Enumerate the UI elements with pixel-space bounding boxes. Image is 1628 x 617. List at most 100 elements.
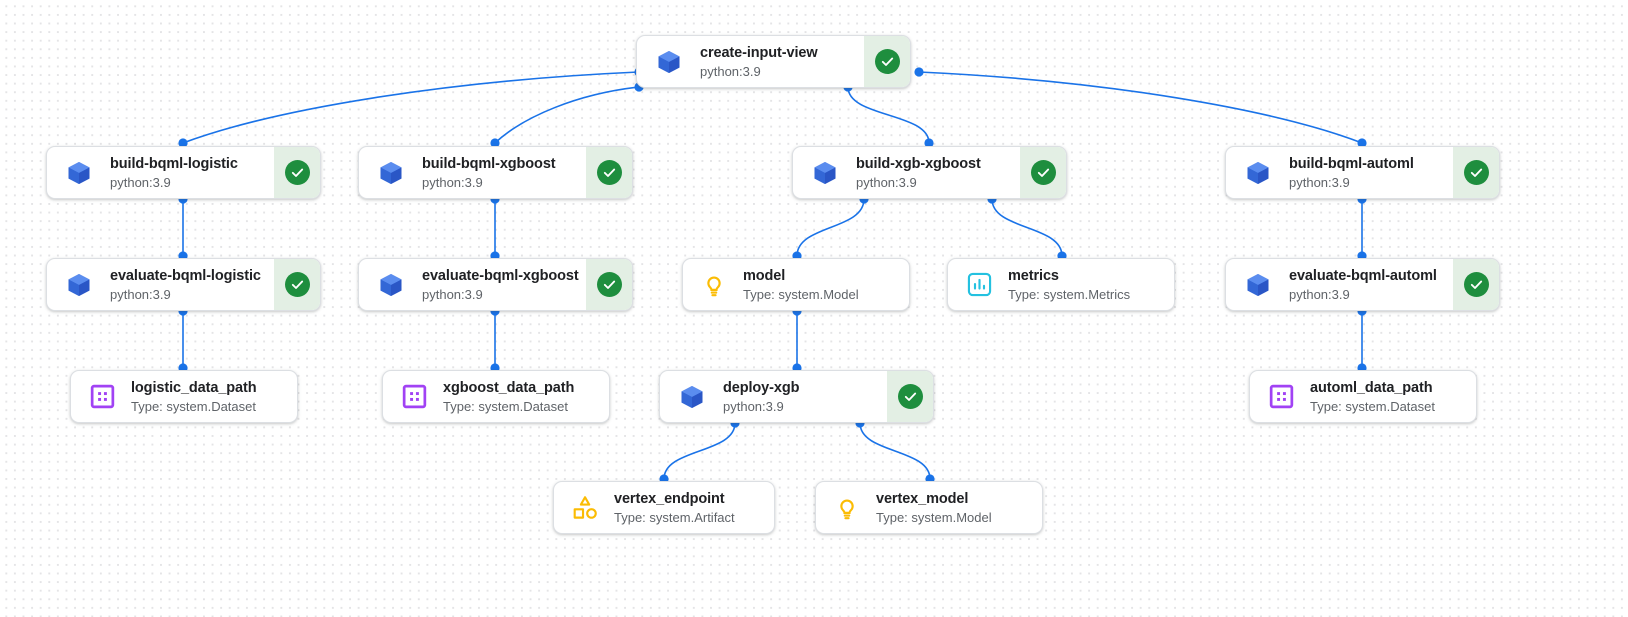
- node-title: evaluate-bqml-xgboost: [422, 267, 579, 284]
- graph-node-evaluate-bqml-logistic[interactable]: evaluate-bqml-logistic python:3.9: [46, 258, 321, 311]
- node-body: build-bqml-automl python:3.9: [1226, 147, 1453, 198]
- dataset-icon: [87, 382, 117, 412]
- edge-source-dot[interactable]: [914, 67, 924, 77]
- check-circle-icon: [1030, 160, 1056, 185]
- edge-create-input-view-to-build-bqml-xgboost: [490, 82, 644, 148]
- node-subtitle: python:3.9: [856, 174, 917, 190]
- check-circle-icon: [284, 272, 310, 297]
- node-subtitle: python:3.9: [1289, 174, 1350, 190]
- node-body: build-bqml-logistic python:3.9: [47, 147, 274, 198]
- node-subtitle: Type: system.Model: [876, 509, 992, 525]
- node-subtitle: Type: system.Dataset: [443, 398, 568, 414]
- edge-deploy-xgb-to-vertex_model: [855, 418, 935, 484]
- edge-create-input-view-to-build-bqml-automl: [914, 67, 1367, 148]
- graph-node-build-bqml-xgboost[interactable]: build-bqml-xgboost python:3.9: [358, 146, 633, 199]
- edge-create-input-view-to-build-bqml-logistic: [178, 67, 644, 148]
- edge-build-xgb-xgboost-to-model: [792, 194, 869, 261]
- edge-build-bqml-logistic-to-evaluate-bqml-logistic: [178, 194, 188, 261]
- shapes-icon: [570, 493, 600, 523]
- status-badge[interactable]: [586, 147, 632, 198]
- dataset-icon: [1266, 382, 1296, 412]
- node-title: create-input-view: [700, 44, 818, 61]
- lightbulb-icon: [699, 270, 729, 300]
- node-body: evaluate-bqml-xgboost python:3.9: [359, 259, 586, 310]
- cube-icon: [64, 270, 94, 300]
- edge-build-bqml-xgboost-to-evaluate-bqml-xgboost: [490, 194, 500, 261]
- status-badge[interactable]: [887, 371, 933, 422]
- cube-icon: [654, 47, 684, 77]
- check-circle-icon: [284, 160, 310, 185]
- node-title: deploy-xgb: [723, 379, 800, 396]
- lightbulb-icon: [832, 493, 862, 523]
- node-subtitle: python:3.9: [110, 286, 171, 302]
- node-title: vertex_endpoint: [614, 490, 725, 507]
- status-badge[interactable]: [1453, 147, 1499, 198]
- node-title: metrics: [1008, 267, 1059, 284]
- check-circle-icon: [1463, 272, 1489, 297]
- node-title: build-bqml-logistic: [110, 155, 238, 172]
- status-badge[interactable]: [586, 259, 632, 310]
- node-subtitle: python:3.9: [422, 286, 483, 302]
- edge-create-input-view-to-build-xgb-xgboost: [843, 82, 934, 148]
- node-subtitle: python:3.9: [110, 174, 171, 190]
- status-badge[interactable]: [274, 147, 320, 198]
- node-subtitle: Type: system.Model: [743, 286, 859, 302]
- check-circle-icon: [897, 384, 923, 409]
- cube-icon: [1243, 270, 1273, 300]
- status-badge[interactable]: [274, 259, 320, 310]
- node-text: evaluate-bqml-logistic python:3.9: [110, 267, 261, 303]
- node-body: evaluate-bqml-logistic python:3.9: [47, 259, 274, 310]
- check-circle-icon: [596, 272, 622, 297]
- node-title: build-bqml-automl: [1289, 155, 1414, 172]
- graph-node-build-bqml-automl[interactable]: build-bqml-automl python:3.9: [1225, 146, 1500, 199]
- status-badge[interactable]: [1020, 147, 1066, 198]
- graph-node-build-bqml-logistic[interactable]: build-bqml-logistic python:3.9: [46, 146, 321, 199]
- node-subtitle: Type: system.Artifact: [614, 509, 735, 525]
- check-circle-icon: [1463, 160, 1489, 185]
- node-title: logistic_data_path: [131, 379, 257, 396]
- node-title: evaluate-bqml-automl: [1289, 267, 1437, 284]
- status-badge[interactable]: [864, 36, 910, 87]
- node-subtitle: python:3.9: [422, 174, 483, 190]
- dataset-icon: [399, 382, 429, 412]
- node-text: build-bqml-xgboost python:3.9: [422, 155, 556, 191]
- check-circle-icon: [874, 49, 900, 74]
- edge-model-to-deploy-xgb: [792, 306, 802, 373]
- status-badge[interactable]: [1453, 259, 1499, 310]
- node-text: build-bqml-automl python:3.9: [1289, 155, 1414, 191]
- node-subtitle: Type: system.Dataset: [1310, 398, 1435, 414]
- node-text: build-bqml-logistic python:3.9: [110, 155, 238, 191]
- graph-node-evaluate-bqml-xgboost[interactable]: evaluate-bqml-xgboost python:3.9: [358, 258, 633, 311]
- edge-evaluate-bqml-xgboost-to-xgboost_data_path: [490, 306, 500, 373]
- node-title: evaluate-bqml-logistic: [110, 267, 261, 284]
- cube-icon: [810, 158, 840, 188]
- node-title: build-bqml-xgboost: [422, 155, 556, 172]
